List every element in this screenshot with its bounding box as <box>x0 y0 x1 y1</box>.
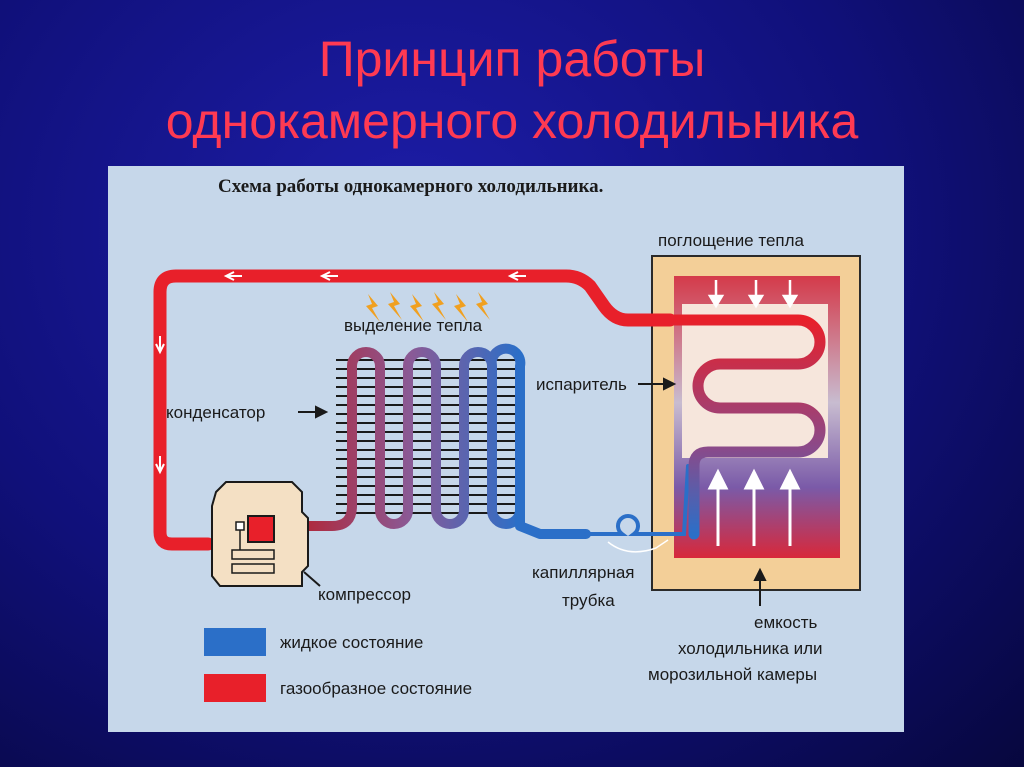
label-chamber-line-1: емкость <box>754 613 818 632</box>
refrigerator-diagram-panel: Схема работы однокамерного холодильника. <box>108 166 904 732</box>
liquid-pipe <box>515 501 591 539</box>
legend-swatch-liquid <box>204 628 266 656</box>
flow-direction-marks <box>155 271 526 475</box>
label-compressor: компрессор <box>318 585 411 604</box>
label-evaporator: испаритель <box>536 375 627 394</box>
compressor <box>211 481 309 587</box>
label-capillary-line-2: трубка <box>562 591 615 610</box>
compressor-motor <box>247 515 275 543</box>
legend-label-liquid: жидкое состояние <box>280 633 423 652</box>
capillary-tube <box>584 464 690 536</box>
condenser-coil <box>297 343 526 531</box>
evaporator-coil <box>668 314 826 540</box>
legend-label-gas: газообразное состояние <box>280 679 472 698</box>
label-pointers <box>298 377 767 606</box>
refrigerator-diagram: поглощение тепла выделение тепла испарит… <box>153 231 861 702</box>
slide-title-line-2: однокамерного холодильника <box>165 93 859 149</box>
diagram-heading: Схема работы однокамерного холодильника. <box>218 176 604 197</box>
label-capillary-line-1: капиллярная <box>532 563 635 582</box>
label-condenser: конденсатор <box>166 403 265 422</box>
capillary-outline <box>607 539 669 553</box>
heat-release-flames <box>366 292 490 322</box>
slide-title-line-1: Принцип работы <box>318 31 706 87</box>
label-heat-release: выделение тепла <box>344 316 483 335</box>
slide-title: Принцип работы однокамерного холодильник… <box>0 28 1024 152</box>
legend: жидкое состояние газообразное состояние <box>204 628 472 702</box>
label-chamber-line-2: холодильника или <box>678 639 823 658</box>
cold-air-arrows <box>707 468 801 546</box>
label-heat-absorption: поглощение тепла <box>658 231 805 250</box>
gas-pipe <box>153 269 677 551</box>
legend-swatch-gas <box>204 674 266 702</box>
label-chamber-line-3: морозильной камеры <box>648 665 817 684</box>
heat-absorption-arrows <box>707 280 799 309</box>
